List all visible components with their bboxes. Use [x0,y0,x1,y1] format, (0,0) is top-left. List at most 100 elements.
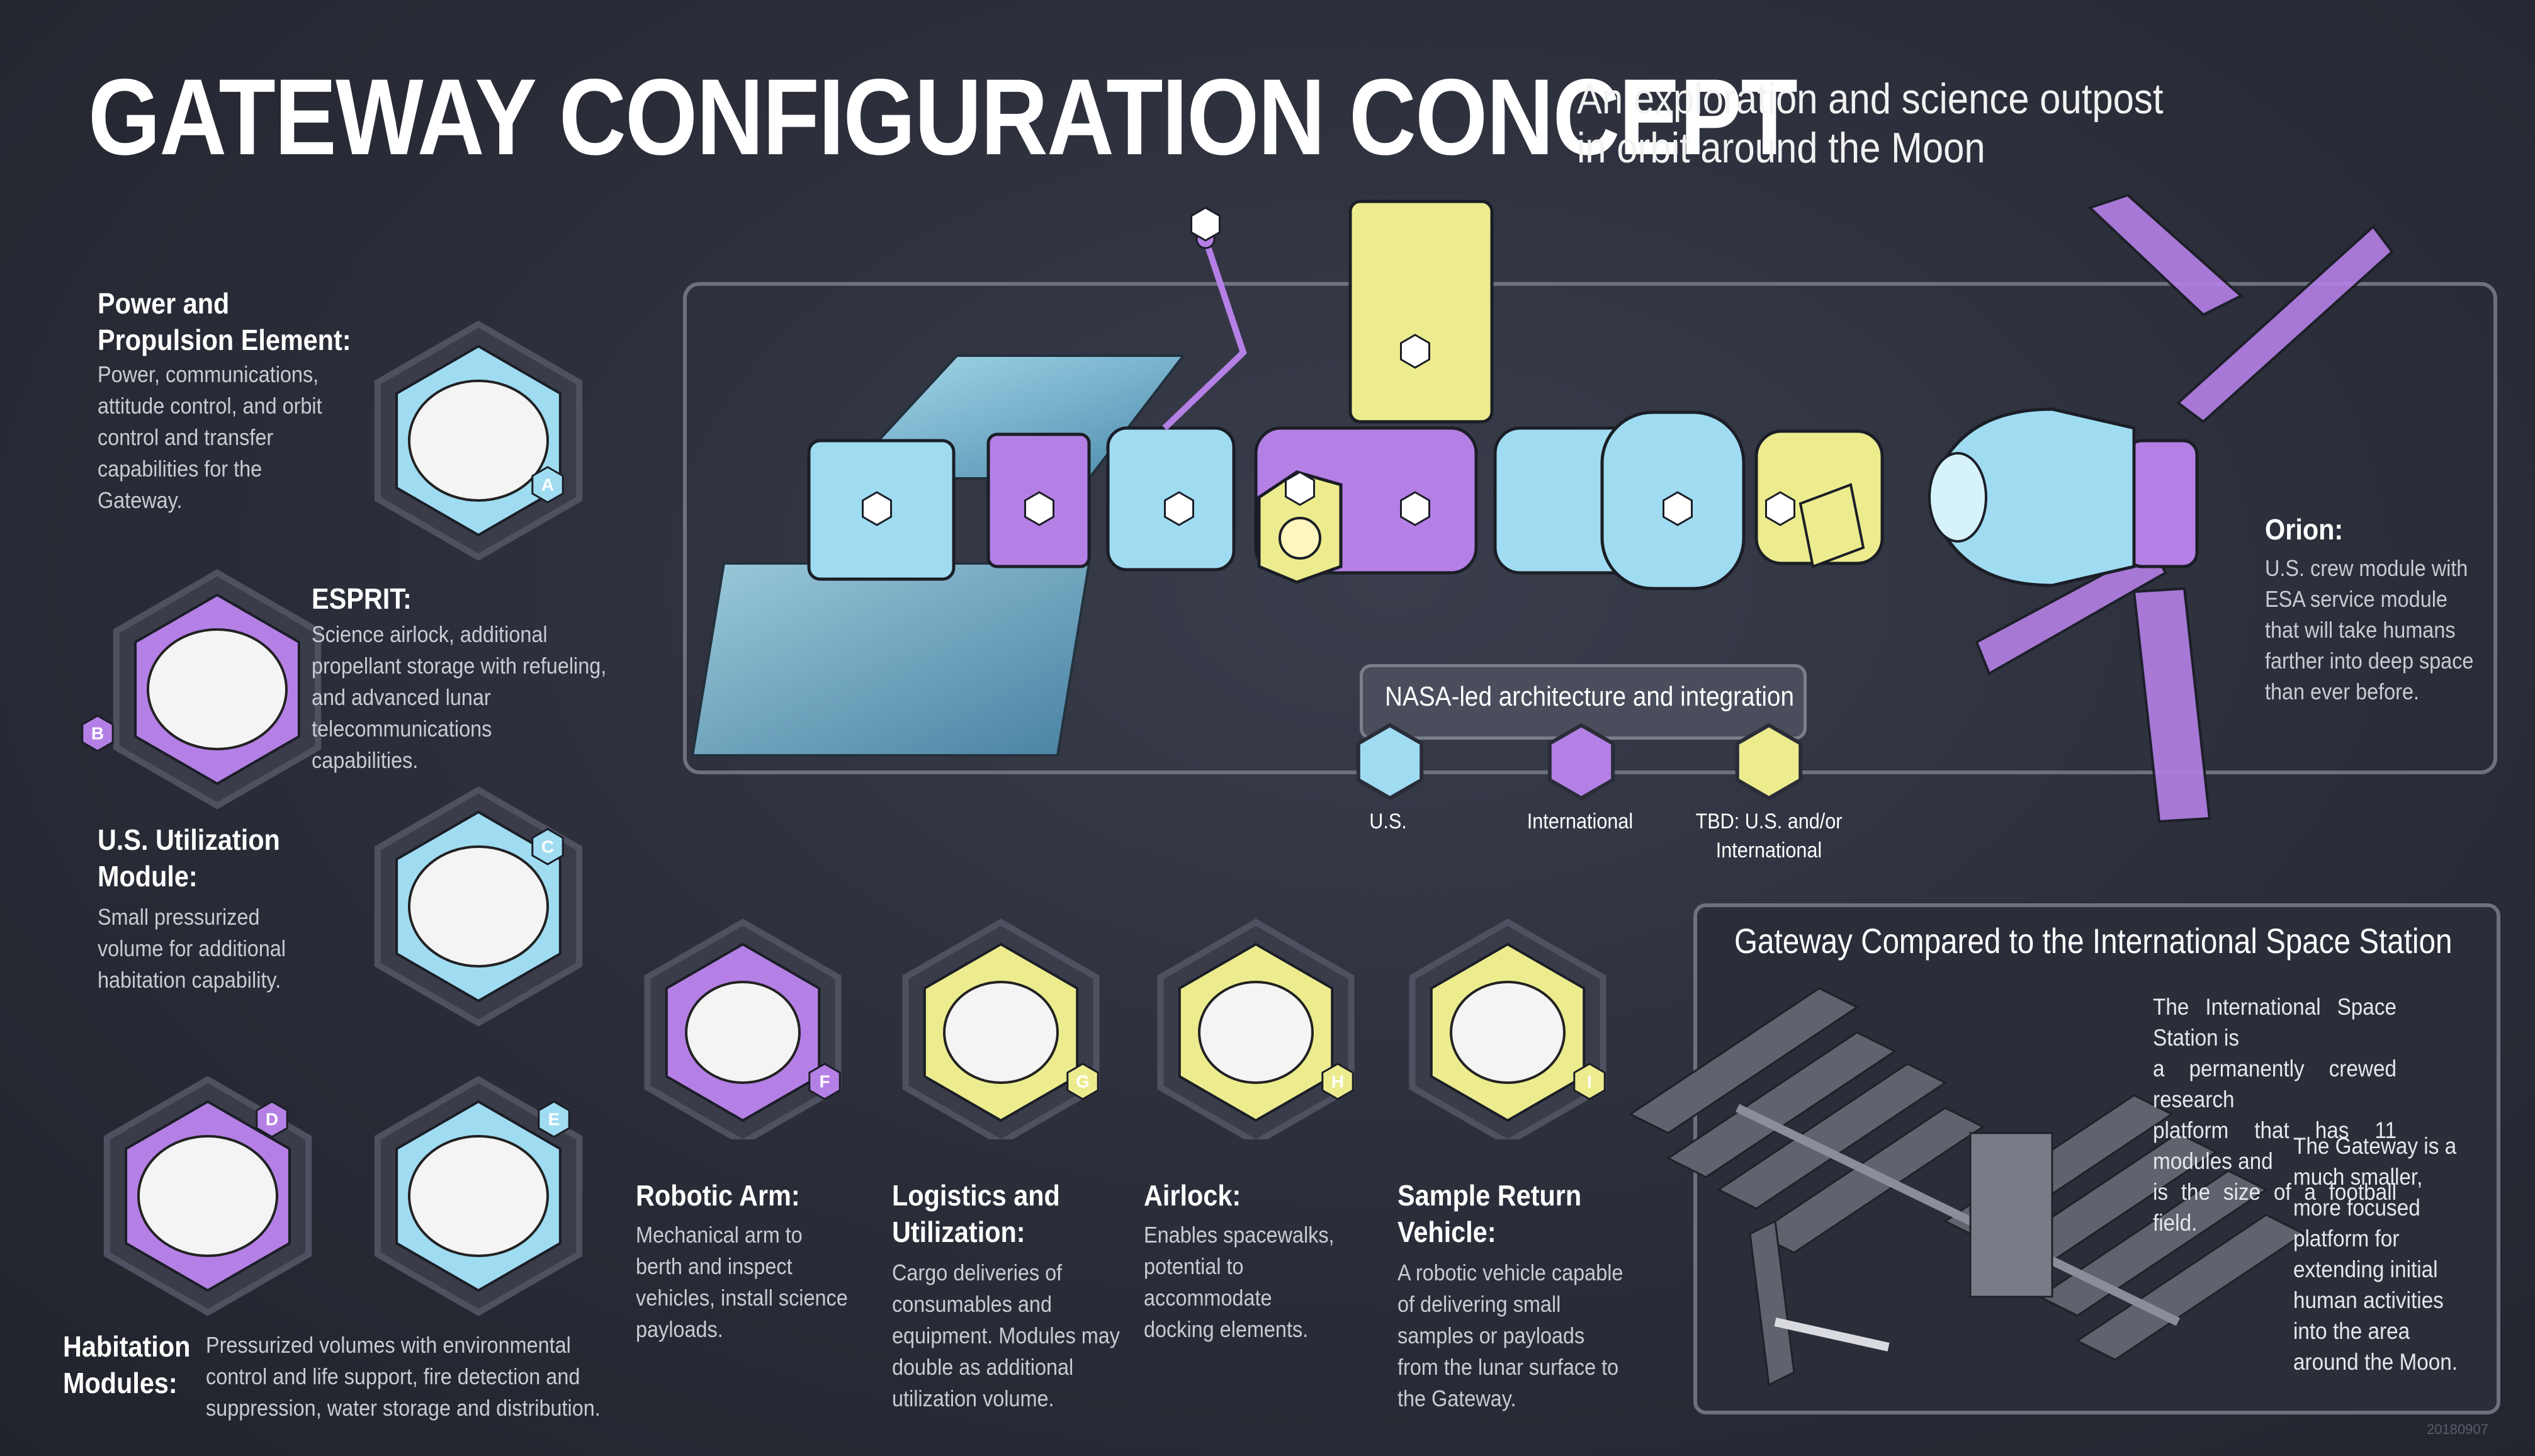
module-i-port [1279,517,1321,560]
legend-label-line: U.S. [1369,810,1407,833]
legend-label-line: International [1715,838,1822,862]
logistics-description: Cargo deliveries of consumables and equi… [892,1257,1120,1414]
iss-solar-panel [2075,1214,2306,1361]
iss-text-2: The Gateway is a much smaller, more focu… [2293,1131,2463,1377]
srv-title: Sample Return Vehicle: [1397,1177,1581,1250]
desc-line: Gateway. [98,487,183,513]
desc-line: of delivering small [1397,1291,1561,1317]
legend-label-tbd: TBD: U.S. and/or International [1695,807,1843,865]
esprit-module-illustration [147,628,288,750]
logistics-title: Logistics and Utilization: [892,1177,1060,1250]
desc-line: control and transfer [98,424,274,450]
desc-line: berth and inspect [636,1253,793,1279]
page-subtitle: An exploration and science outpost in or… [1577,74,2163,172]
iss-modules [1969,1132,2053,1298]
esprit-description: Science airlock, additional propellant s… [312,619,606,776]
robotic-arm-f [1162,238,1247,431]
module-h-hatch [1798,483,1865,568]
desc-line: volume for additional [98,935,286,961]
orion-title: Orion: [2265,513,2344,546]
legend-label-line: TBD: U.S. and/or [1695,810,1843,833]
page-title: GATEWAY CONFIGURATION CONCEPT [88,57,1798,178]
legend-swatch [1356,723,1424,801]
iss-text-1: The International Space Station is a per… [2153,991,2397,1238]
usum-title-line-2: Module: [98,860,198,893]
text-line: platform for [2293,1226,2400,1251]
usum-module-illustration [408,845,549,968]
hab-title-line-2: Modules: [63,1367,178,1399]
desc-line: control and life support, fire detection… [206,1363,580,1389]
desc-line: samples or payloads [1397,1323,1585,1348]
logistics-title-line-2: Utilization: [892,1216,1025,1248]
module-label-g: G [1408,342,1422,361]
hab-e-letter-badge [538,1100,570,1138]
orion-solar-wing-3 [1975,546,2167,675]
hab-title-line-1: Habitation [63,1330,191,1363]
hab-e-letter: E [548,1110,560,1129]
module-label-badge [1663,491,1693,526]
legend-label-us: U.S. [1335,807,1442,836]
desc-line: the Gateway. [1397,1385,1516,1411]
ppe-solar-array-lower [691,562,1091,757]
arm-description: Mechanical arm to berth and inspect vehi… [636,1219,848,1345]
usum-title-line-1: U.S. Utilization [98,823,280,856]
hab-d-module-illustration [137,1135,278,1257]
module-label-a: A [871,499,883,519]
desc-line: potential to [1144,1253,1244,1279]
arm-letter-badge [808,1063,841,1100]
desc-line: payloads. [636,1316,723,1342]
module-label-i: I [1297,479,1302,499]
arm-letter: F [819,1072,830,1092]
legend-label-line: International [1527,810,1634,833]
airlock-letter: H [1331,1072,1344,1092]
orion-solar-wing-2 [2176,225,2394,424]
srv-letter: I [1587,1072,1592,1092]
module-label-badge [1400,491,1430,526]
desc-line: Enables spacewalks, [1144,1222,1335,1248]
module-g-logistics [1348,200,1494,424]
module-label-e: E [1672,499,1684,519]
logistics-letter-badge [1066,1063,1099,1100]
ppe-title: Power and Propulsion Element: [98,285,351,358]
module-label-h: H [1774,499,1787,519]
iss-truss [1735,1103,2181,1326]
iss-solar-panel [1629,987,1859,1134]
hab-d-letter: D [266,1110,278,1129]
desc-line: and advanced lunar [312,684,491,710]
hab-title: Habitation Modules: [63,1328,190,1401]
legend-label-international: International [1518,807,1642,836]
desc-line: double as additional [892,1354,1074,1380]
usum-title: U.S. Utilization Module: [98,821,280,894]
iss-solar-panel [1666,1031,1897,1178]
text-line: much smaller, [2293,1164,2423,1190]
text-line: extending initial [2293,1256,2438,1282]
module-label-badge [1765,491,1795,526]
subtitle-line-1: An exploration and science outpost [1577,75,2164,123]
legend-swatch [1735,723,1803,801]
iss-solar-panel [1754,1107,1985,1254]
module-label-badge [1400,334,1430,369]
hab-e-module-illustration [408,1135,549,1257]
desc-line: Mechanical arm to [636,1222,803,1248]
desc-line: attitude control, and orbit [98,393,322,419]
orion-service-module [2126,439,2199,568]
srv-title-line-1: Sample Return [1397,1179,1582,1212]
desc-line: utilization volume. [892,1385,1054,1411]
orion-solar-wing-1 [2087,193,2244,317]
module-label-badge [1164,491,1194,526]
text-line: more focused [2293,1195,2420,1221]
desc-line: A robotic vehicle capable [1397,1260,1623,1285]
desc-line: Power, communications, [98,361,319,387]
iss-solar-panel [1717,1063,1947,1210]
text-line: The International Space Station is [2153,994,2397,1051]
usum-letter: C [541,837,554,857]
esprit-letter: B [91,724,104,743]
usum-description: Small pressurized volume for additional … [98,901,286,996]
desc-line: ESA service module [2265,586,2447,612]
module-label-badge [1024,491,1054,526]
airlock-module-illustration [1198,981,1314,1084]
esprit-letter-badge [81,714,114,752]
orion-description: U.S. crew module with ESA service module… [2265,553,2473,707]
